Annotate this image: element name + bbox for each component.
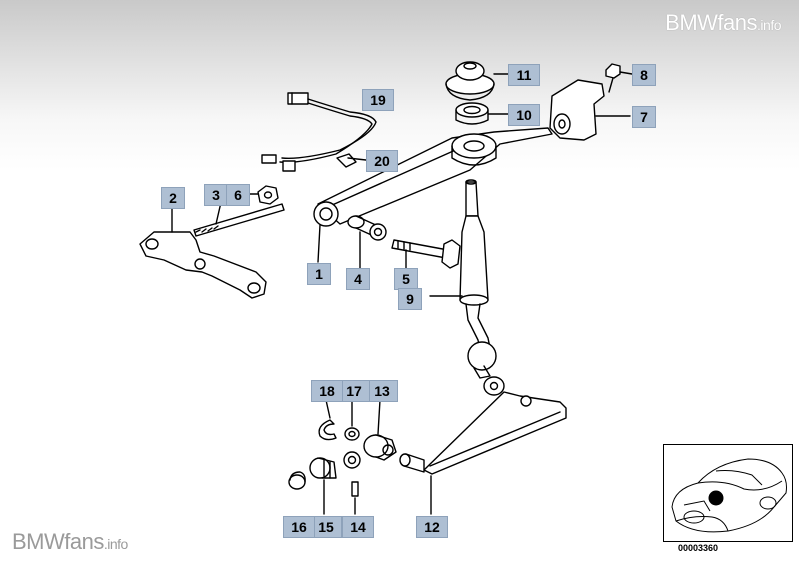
- part-8-nut[interactable]: [605, 63, 633, 93]
- watermark-bottom-suffix: .info: [103, 536, 128, 552]
- car-outline-icon: [671, 458, 787, 533]
- callout-16[interactable]: 16: [283, 516, 315, 538]
- callout-7[interactable]: 7: [632, 106, 656, 128]
- callout-10[interactable]: 10: [508, 104, 540, 126]
- callout-20[interactable]: 20: [366, 150, 398, 172]
- part-18-clip[interactable]: [318, 399, 337, 441]
- callout-3[interactable]: 3: [204, 184, 228, 206]
- callout-5[interactable]: 5: [394, 268, 418, 290]
- watermark-bottom: BMWfans.info: [12, 529, 128, 555]
- callout-15[interactable]: 15: [310, 516, 342, 538]
- callout-9[interactable]: 9: [398, 288, 422, 310]
- vehicle-location-thumbnail: [663, 444, 793, 542]
- part-4-bushing[interactable]: [347, 215, 387, 269]
- callout-13[interactable]: 13: [366, 380, 398, 402]
- callout-17[interactable]: 17: [338, 380, 370, 402]
- part-9-shift-rod[interactable]: [429, 179, 505, 396]
- location-marker-icon: [708, 490, 724, 506]
- diagram-code: 00003360: [678, 543, 719, 553]
- part-20-clip[interactable]: [336, 153, 367, 168]
- part-12-selector-rod[interactable]: [399, 391, 567, 515]
- part-3-long-bolt[interactable]: [193, 197, 285, 237]
- part-16-cap[interactable]: [288, 471, 306, 490]
- watermark-top-suffix: .info: [757, 17, 781, 33]
- part-1-shift-arm[interactable]: [313, 127, 553, 263]
- callout-19[interactable]: 19: [362, 89, 394, 111]
- part-15-bushing[interactable]: [309, 457, 337, 515]
- part-7-bracket[interactable]: [549, 79, 631, 141]
- part-10-bushing[interactable]: [455, 102, 509, 125]
- callout-2[interactable]: 2: [161, 187, 185, 209]
- callout-6[interactable]: 6: [226, 184, 250, 206]
- part-19-wire-harness[interactable]: [261, 92, 377, 172]
- callout-4[interactable]: 4: [346, 268, 370, 290]
- watermark-top: BMWfans.info: [665, 10, 781, 36]
- watermark-bottom-brand: BMWfans: [12, 529, 104, 554]
- callout-11[interactable]: 11: [508, 64, 540, 86]
- part-11-boot[interactable]: [445, 61, 509, 101]
- watermark-top-brand: BMWfans: [665, 10, 758, 35]
- callout-1[interactable]: 1: [307, 263, 331, 285]
- callout-8[interactable]: 8: [632, 64, 656, 86]
- callout-14[interactable]: 14: [342, 516, 374, 538]
- callout-18[interactable]: 18: [311, 380, 343, 402]
- part-2-support-bracket[interactable]: [139, 206, 267, 299]
- part-13-joint[interactable]: [363, 399, 397, 461]
- callout-12[interactable]: 12: [416, 516, 448, 538]
- part-17-washer[interactable]: [344, 401, 360, 441]
- part-5-hex-bolt[interactable]: [391, 239, 461, 269]
- part-14-pin[interactable]: [343, 451, 361, 515]
